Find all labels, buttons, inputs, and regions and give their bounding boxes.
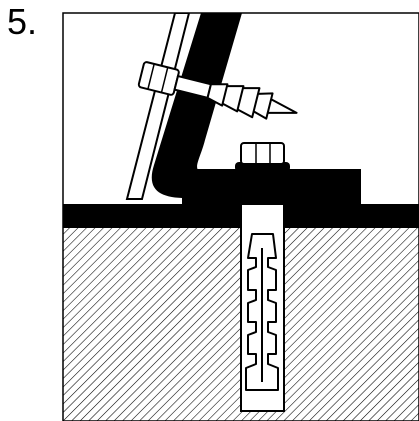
diagram-frame [62,12,419,421]
mounting-surface [63,169,419,228]
step-number: 5. [7,1,38,42]
l-bracket [151,13,292,198]
hex-bolt [240,142,285,165]
lag-screw [137,61,298,120]
support-rail [125,13,191,200]
wall-plug [245,233,279,391]
